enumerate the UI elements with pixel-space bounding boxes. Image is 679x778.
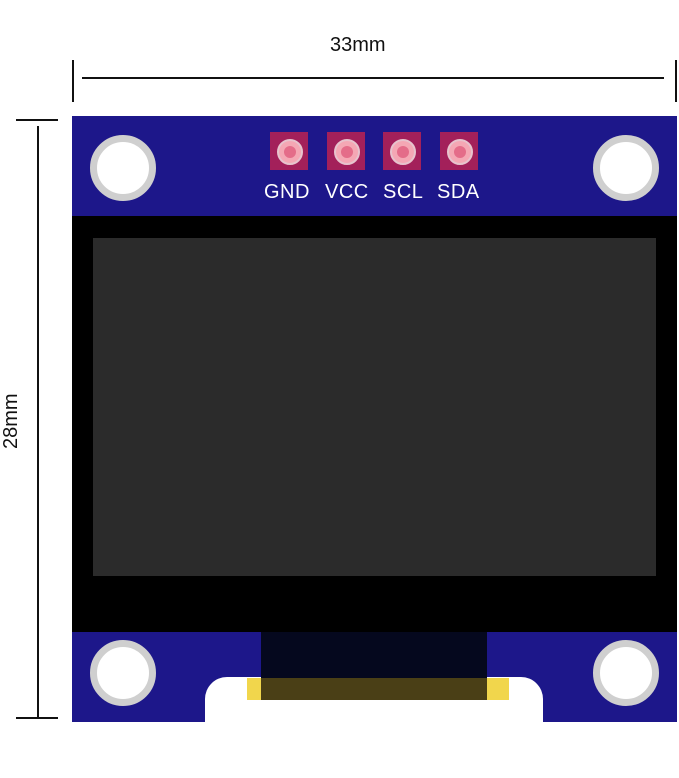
pin-pad-icon [277, 139, 303, 165]
pin-scl [383, 132, 421, 170]
height-extension-top [16, 119, 58, 121]
width-dimension-line [82, 77, 664, 79]
width-dimension-label: 33mm [330, 34, 386, 56]
mounting-hole-top-left [90, 135, 156, 201]
pin-sda [440, 132, 478, 170]
pin-pad-icon [447, 139, 473, 165]
pin-vcc [327, 132, 365, 170]
height-dimension-line [37, 126, 39, 718]
oled-screen [93, 238, 656, 576]
pin-label-vcc: VCC [325, 181, 369, 203]
flex-cable [261, 632, 487, 678]
pin-label-scl: SCL [383, 181, 424, 203]
width-extension-left [72, 60, 74, 102]
mounting-hole-bottom-left [90, 640, 156, 706]
height-dimension-label: 28mm [0, 393, 22, 449]
pin-label-gnd: GND [264, 181, 310, 203]
flex-cable-contacts [261, 678, 487, 700]
mounting-hole-bottom-right [593, 640, 659, 706]
mounting-hole-top-right [593, 135, 659, 201]
pin-label-sda: SDA [437, 181, 480, 203]
pin-gnd [270, 132, 308, 170]
height-extension-bottom [16, 717, 58, 719]
pcb-top-strip [72, 116, 677, 216]
width-extension-right [675, 60, 677, 102]
pin-pad-icon [390, 139, 416, 165]
pin-pad-icon [334, 139, 360, 165]
